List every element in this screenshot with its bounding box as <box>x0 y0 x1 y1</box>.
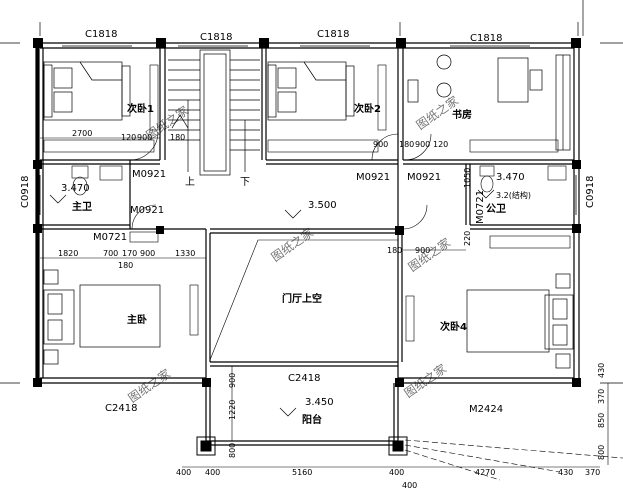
window-label-lower-center: C2418 <box>288 373 320 384</box>
dim-900-c: 900 <box>415 140 430 149</box>
room-label-balcony: 阳台 <box>302 413 322 426</box>
dim-400-d: 400 <box>402 481 417 490</box>
room-label-master-bed: 主卧 <box>127 313 147 326</box>
window-label-top-4: C1818 <box>470 33 502 44</box>
door-label-m6: M0721 <box>475 190 486 224</box>
dim-220: 220 <box>463 231 472 246</box>
study-furniture <box>407 54 571 151</box>
dim-180-a: 180 <box>170 133 185 142</box>
level-label-public-bath-note: 3.2(结构) <box>496 190 531 200</box>
window-label-top-2: C1818 <box>200 32 232 43</box>
dim-2700: 2700 <box>72 129 92 138</box>
dim-850: 850 <box>597 413 606 428</box>
room-label-hall-void: 门厅上空 <box>282 292 322 305</box>
dim-430-b: 430 <box>597 363 606 378</box>
dim-400-b: 400 <box>205 468 220 477</box>
level-label-balcony: 3.450 <box>305 397 334 408</box>
dim-430-a: 430 <box>558 468 573 477</box>
room-label-study: 书房 <box>452 108 472 121</box>
level-label-master-bath: 3.470 <box>61 183 90 194</box>
door-label-m5: M0721 <box>93 232 127 243</box>
dim-900-f: 900 <box>228 373 237 388</box>
room-label-bedroom1: 次卧1 <box>127 102 154 115</box>
dim-1050: 1050 <box>463 168 472 188</box>
dim-800-b: 800 <box>597 445 606 460</box>
staircase <box>168 49 260 176</box>
balcony-columns <box>196 436 408 456</box>
door-label-m3: M0921 <box>407 172 441 183</box>
panels <box>189 284 415 342</box>
dim-120-b: 120 <box>433 140 448 149</box>
dim-180-b: 180 <box>399 140 414 149</box>
door-label-m4: M0921 <box>130 205 164 216</box>
level-markers <box>49 189 495 417</box>
room-label-bedroom4: 次卧4 <box>440 320 467 333</box>
void-lines <box>209 239 398 361</box>
dim-180-c: 180 <box>118 261 133 270</box>
frame-lines <box>0 0 623 384</box>
dim-4270: 4270 <box>475 468 495 477</box>
level-label-hall: 3.500 <box>308 200 337 211</box>
bed-master <box>43 269 161 365</box>
dim-1220: 1220 <box>228 400 237 420</box>
dim-900-e: 900 <box>415 246 430 255</box>
stair-label-up: 上 <box>185 176 195 188</box>
door-label-m1: M0921 <box>132 169 166 180</box>
dim-400-a: 400 <box>176 468 191 477</box>
dim-180-d: 180 <box>387 246 402 255</box>
bed-bedroom1 <box>43 61 131 121</box>
watermark-3: 图纸之家 <box>268 225 316 265</box>
level-label-public-bath: 3.470 <box>496 172 525 183</box>
dimension-lines <box>40 137 609 468</box>
door-label-m2: M0921 <box>356 172 390 183</box>
watermark-5: 图纸之家 <box>125 366 173 406</box>
columns <box>33 38 581 387</box>
dim-1820: 1820 <box>58 249 78 258</box>
watermark-4: 图纸之家 <box>405 235 453 275</box>
window-label-left: C0918 <box>20 176 31 208</box>
dim-370-a: 370 <box>585 468 600 477</box>
window-label-bottom-left: C2418 <box>105 403 137 414</box>
dim-900-d: 900 <box>140 249 155 258</box>
window-marks <box>36 42 580 384</box>
dim-800-a: 800 <box>228 443 237 458</box>
dim-1330: 1330 <box>175 249 195 258</box>
dim-370-b: 370 <box>597 389 606 404</box>
room-label-public-bath: 公卫 <box>486 203 506 215</box>
wardrobes <box>43 64 571 249</box>
room-label-master-bath: 主卫 <box>72 200 92 213</box>
watermark-6: 图纸之家 <box>401 361 449 401</box>
bed-bedroom4 <box>466 273 574 369</box>
dim-900-a: 900 <box>137 133 152 142</box>
dim-900-b: 900 <box>373 140 388 149</box>
room-label-bedroom2: 次卧2 <box>354 102 381 115</box>
stair-label-down: 下 <box>240 177 250 188</box>
bath-fixtures <box>71 165 567 196</box>
door-label-m7: M2424 <box>469 404 503 415</box>
bed-bedroom2 <box>267 61 355 121</box>
ground-hatch <box>404 439 623 481</box>
door-swings <box>129 131 432 230</box>
dim-170: 170 <box>122 249 137 258</box>
dim-400-c: 400 <box>389 468 404 477</box>
dim-5160: 5160 <box>292 468 312 477</box>
window-label-top-3: C1818 <box>317 29 349 40</box>
dim-700: 700 <box>103 249 118 258</box>
window-label-top-1: C1818 <box>85 29 117 40</box>
dim-120-a: 120 <box>121 133 136 142</box>
window-label-right: C0918 <box>585 176 596 208</box>
